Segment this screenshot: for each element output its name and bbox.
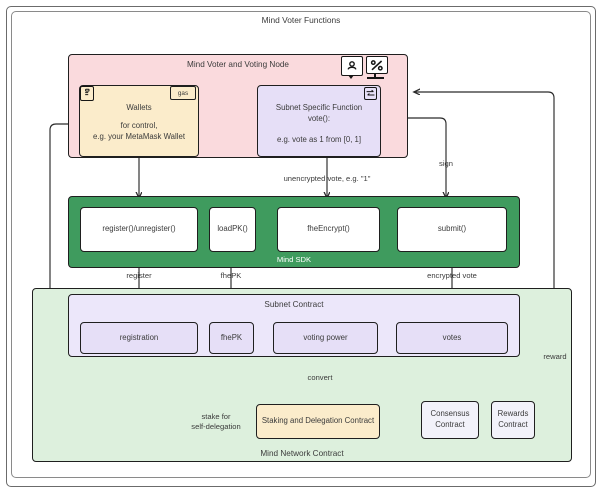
edge-label-reward: reward: [543, 352, 567, 361]
group-title-voter-node: Mind Voter and Voting Node: [187, 60, 289, 69]
group-title-mind-sdk: Mind SDK: [276, 255, 312, 264]
staking-and-delegation-contract-node[interactable]: Staking and Delegation Contract: [256, 404, 380, 439]
exchange-arrows-icon: [364, 87, 377, 100]
edge-label-convert: convert: [307, 373, 333, 382]
user-speech-icon: [341, 56, 363, 76]
gas-badge: gas: [170, 86, 196, 100]
monitor-stand-icon: [374, 74, 376, 78]
group-title-network-contract: Mind Network Contract: [260, 449, 344, 458]
sdk-node-loadpk[interactable]: loadPK(): [209, 207, 256, 252]
edge-label-stake-for-self-delegation: stake for self-delegation: [191, 412, 241, 431]
percent-monitor-icon: [366, 56, 388, 74]
subnet-fn-line3: e.g. vote as 1 from [0, 1]: [276, 134, 362, 144]
edge-label-register: register: [126, 271, 152, 280]
wallets-detail-2: e.g. your MetaMask Wallet: [92, 132, 185, 142]
subnet-node-votes[interactable]: votes: [396, 322, 508, 354]
subnet-fn-line2: vote():: [307, 114, 331, 124]
sdk-node-register-unregister[interactable]: register()/unregister(): [80, 207, 198, 252]
subnet-fn-line1: Subnet Specific Function: [275, 102, 363, 112]
edge-label-fhepk: fhePK: [220, 271, 242, 280]
subnet-specific-function-node[interactable]: Subnet Specific Function vote(): e.g. vo…: [257, 85, 381, 157]
wallets-detail-1: for control,: [120, 120, 158, 130]
group-title-subnet-contract: Subnet Contract: [264, 300, 324, 309]
monitor-base-icon: [367, 77, 384, 79]
subnet-node-fhepk[interactable]: fhePK: [209, 322, 254, 354]
wallets-title: Wallets: [126, 103, 152, 113]
edge-label-encrypted-vote: encrypted vote: [427, 271, 477, 280]
edge-label-sign: sign: [439, 159, 453, 168]
rewards-contract-node[interactable]: Rewards Contract: [491, 401, 535, 439]
speech-bubble-tail-icon: [348, 75, 354, 79]
consensus-contract-node[interactable]: Consensus Contract: [421, 401, 479, 439]
sdk-node-submit[interactable]: submit(): [397, 207, 507, 252]
page-title: Mind Voter Functions: [261, 15, 341, 25]
subnet-node-registration[interactable]: registration: [80, 322, 198, 354]
subnet-node-voting-power[interactable]: voting power: [273, 322, 378, 354]
edge-label-unencrypted-vote: unencrypted vote, e.g. "1": [283, 174, 371, 183]
clipboard-icon: [80, 86, 94, 101]
diagram-inner-frame: [11, 11, 591, 478]
sdk-node-fheencrypt[interactable]: fheEncrypt(): [277, 207, 380, 252]
